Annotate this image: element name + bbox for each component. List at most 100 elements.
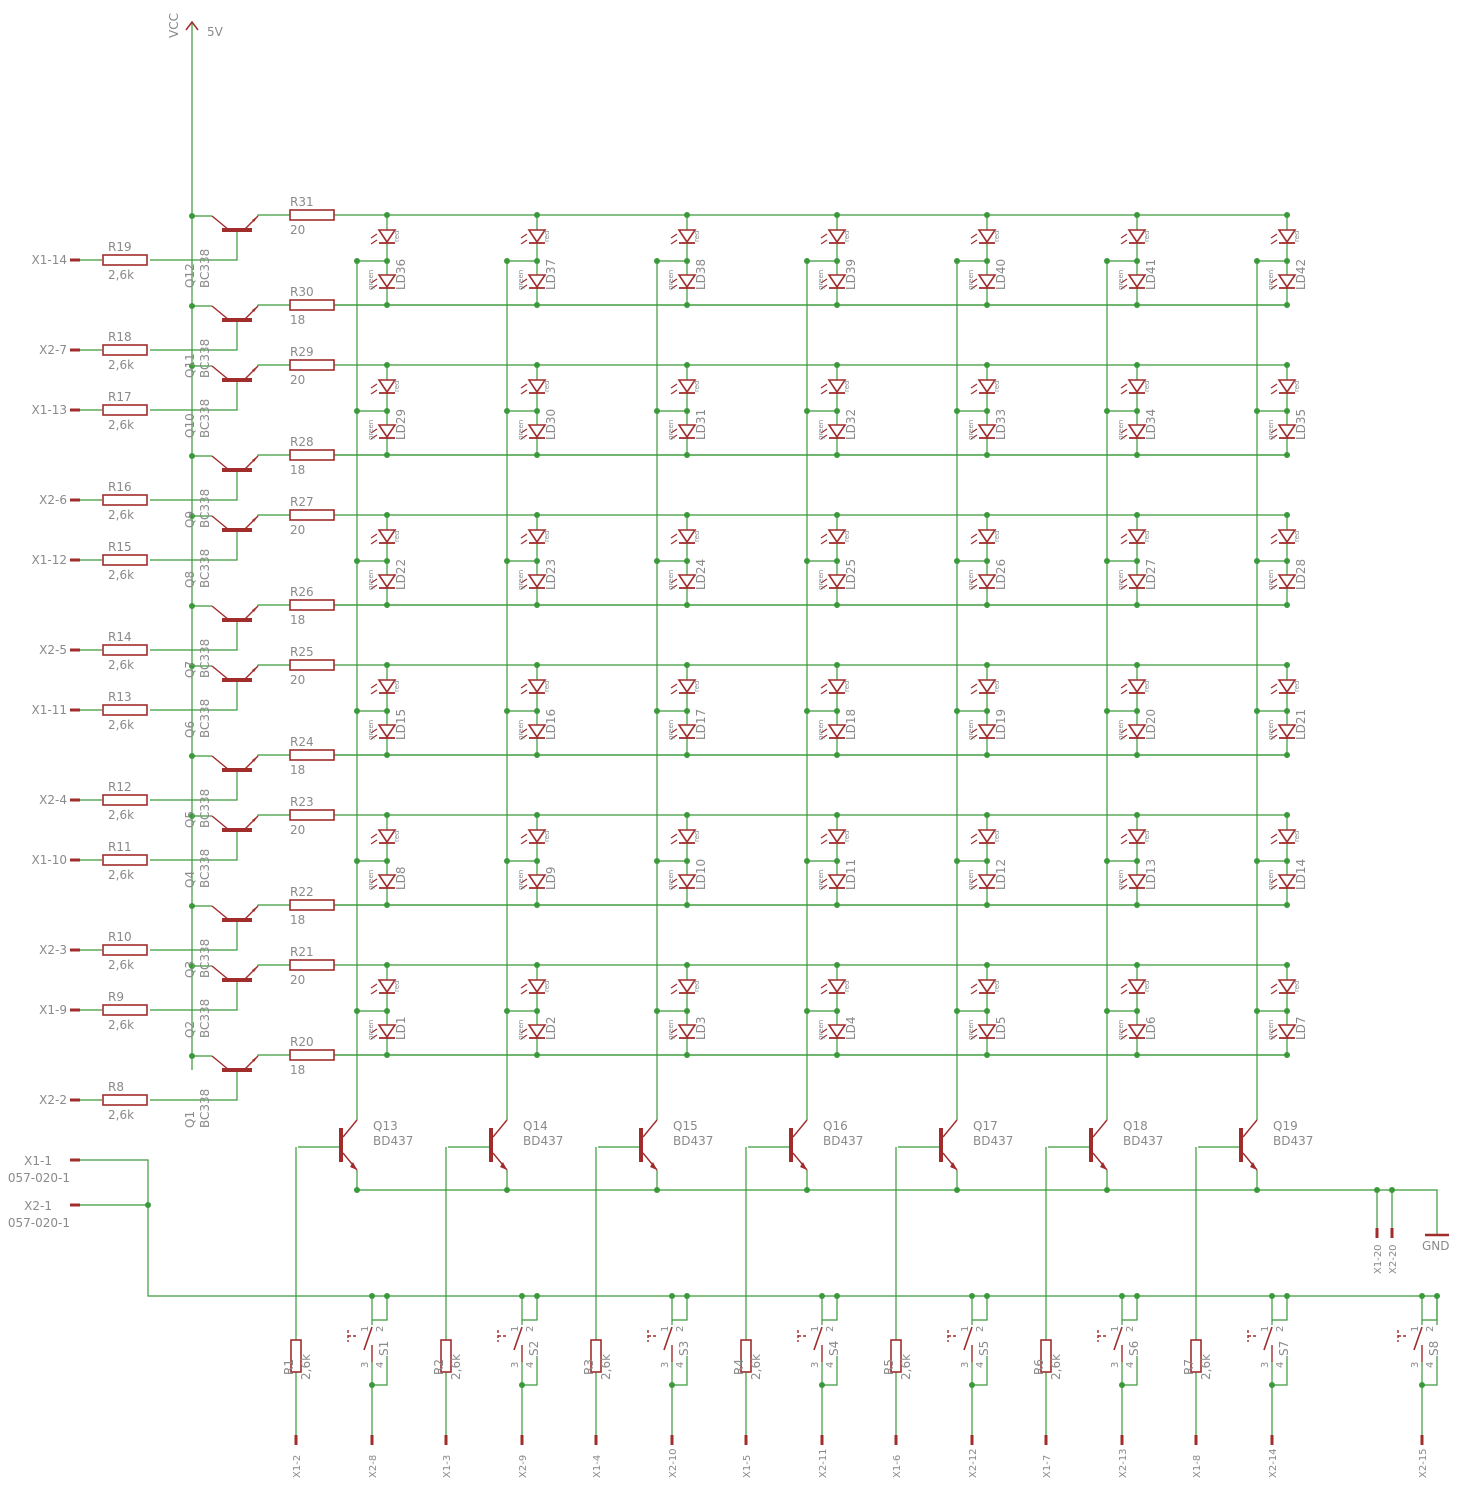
led-label: LD37	[544, 259, 558, 290]
led-green-icon	[527, 1024, 547, 1039]
net-5v-label: 5V	[207, 25, 224, 39]
led-color-label: green	[967, 270, 975, 290]
row-resistor-label: R23	[290, 795, 314, 809]
junction-dot	[534, 662, 540, 668]
junction-dot	[954, 858, 960, 864]
connector-part-label: 057-020-1	[8, 1216, 70, 1230]
led-red-icon	[977, 379, 997, 394]
junction-dot	[684, 212, 690, 218]
junction-dot	[804, 258, 810, 264]
led-color-label: green	[817, 1020, 825, 1040]
junction-dot	[369, 1293, 375, 1299]
led-green-icon	[527, 574, 547, 589]
junction-dot	[834, 708, 840, 714]
emitter-arrow-icon	[350, 1162, 357, 1170]
transistor-type-label: BC338	[198, 1089, 212, 1128]
input-resistor	[102, 404, 148, 416]
led-red-icon	[527, 229, 547, 244]
led-red-icon	[377, 679, 397, 694]
switch-actuator	[1097, 1330, 1108, 1342]
input-resistor	[102, 254, 148, 266]
transistor-type-label: BC338	[198, 849, 212, 888]
led-green-icon	[1277, 724, 1297, 739]
light-arrows-icon	[370, 983, 378, 995]
led-color-label: red	[693, 531, 701, 542]
junction-dot	[354, 1008, 360, 1014]
led-color-label: green	[1267, 720, 1275, 740]
junction-dot	[954, 1187, 960, 1193]
junction-dot	[984, 408, 990, 414]
junction-dot	[1284, 1008, 1290, 1014]
junction-dot	[984, 752, 990, 758]
led-label: LD9	[544, 866, 558, 890]
light-arrows-icon	[1120, 878, 1128, 890]
junction-dot	[1134, 752, 1140, 758]
led-green-icon	[527, 424, 547, 439]
led-color-label: red	[993, 531, 1001, 542]
led-color-label: green	[1267, 570, 1275, 590]
junction-dot	[684, 512, 690, 518]
led-green-icon	[1127, 274, 1147, 289]
switch-lever	[963, 1326, 973, 1351]
led-color-label: red	[1293, 681, 1301, 692]
base-resistor-label: R4	[732, 1359, 746, 1375]
led-color-label: red	[693, 681, 701, 692]
led-green-icon	[377, 874, 397, 889]
junction-dot	[834, 1052, 840, 1058]
led-green-icon	[1127, 874, 1147, 889]
emitter-arrow-icon	[252, 516, 258, 522]
wire	[822, 1296, 838, 1321]
junction-dot	[1119, 1293, 1125, 1299]
junction-dot	[1254, 258, 1260, 264]
junction-dot	[189, 903, 195, 909]
led-color-label: green	[517, 720, 525, 740]
junction-dot	[984, 1008, 990, 1014]
switch-pin-label: 3	[510, 1362, 521, 1368]
base-resistor-value: 2,6k	[899, 1354, 913, 1380]
led-color-label: red	[543, 681, 551, 692]
junction-dot	[1134, 602, 1140, 608]
led-color-label: red	[693, 831, 701, 842]
switch-label: S6	[1127, 1341, 1141, 1356]
led-color-label: red	[993, 981, 1001, 992]
junction-dot	[834, 602, 840, 608]
wire	[150, 380, 238, 411]
switch-pin-label: 2	[525, 1326, 536, 1332]
junction-dot	[384, 212, 390, 218]
junction-dot	[1284, 1293, 1290, 1299]
junction-dot	[189, 753, 195, 759]
junction-dot	[1134, 812, 1140, 818]
row-resistor-label: R26	[290, 585, 314, 599]
led-color-label: red	[1293, 381, 1301, 392]
wire	[522, 1356, 538, 1386]
light-arrows-icon	[370, 278, 378, 290]
base-resistor	[290, 1339, 302, 1373]
led-green-icon	[1277, 1024, 1297, 1039]
led-green-icon	[1277, 874, 1297, 889]
junction-dot	[354, 558, 360, 564]
input-pin-label: X2-3	[39, 943, 67, 957]
led-label: LD30	[544, 409, 558, 440]
switch-pin-label: 4	[975, 1362, 986, 1368]
light-arrows-icon	[1120, 833, 1128, 845]
led-green-icon	[977, 424, 997, 439]
row-resistor-value: 18	[290, 463, 305, 477]
input-resistor	[102, 794, 148, 806]
base-pin-label: X1-4	[592, 1455, 603, 1478]
light-arrows-icon	[1270, 1028, 1278, 1040]
led-color-label: green	[1117, 720, 1125, 740]
transistor-label: Q2	[183, 1021, 197, 1038]
light-arrows-icon	[1270, 878, 1278, 890]
light-arrows-icon	[970, 1028, 978, 1040]
junction-dot	[1134, 302, 1140, 308]
input-resistor-label: R19	[108, 240, 132, 254]
row-resistor-value: 18	[290, 1063, 305, 1077]
light-arrows-icon	[820, 278, 828, 290]
led-green-icon	[377, 574, 397, 589]
junction-dot	[1284, 512, 1290, 518]
led-color-label: green	[367, 420, 375, 440]
led-color-label: red	[1143, 381, 1151, 392]
input-resistor-label: R8	[108, 1080, 124, 1094]
led-color-label: red	[843, 681, 851, 692]
wire	[672, 1296, 688, 1321]
